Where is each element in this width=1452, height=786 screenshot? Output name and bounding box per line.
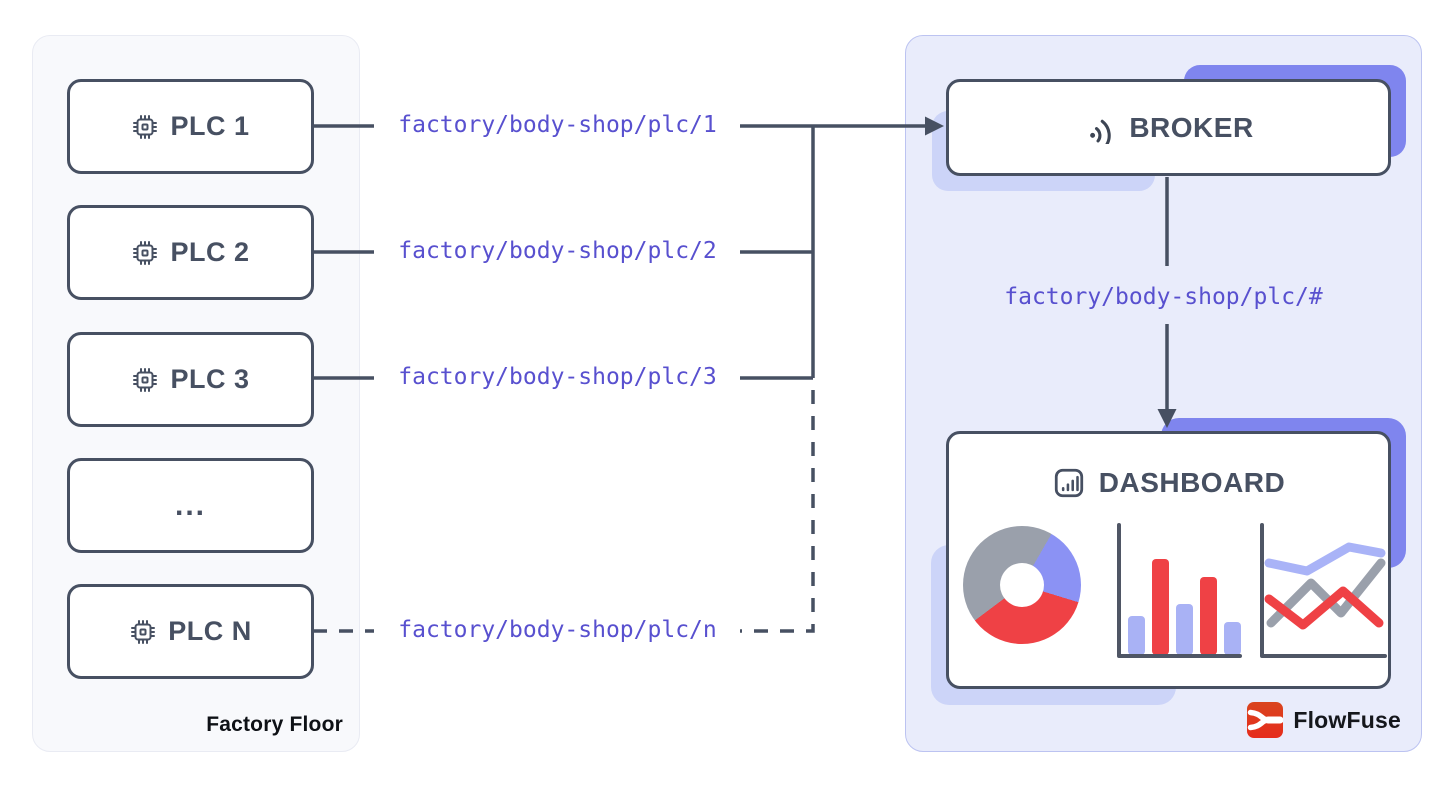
plc-3-box: PLC 3 [67, 332, 314, 427]
topic-wildcard: factory/body-shop/plc/# [1004, 284, 1323, 310]
dashboard-header: DASHBOARD [949, 466, 1388, 500]
broker-label: BROKER [1129, 111, 1254, 143]
plc-2-label: PLC 2 [170, 237, 250, 267]
flowfuse-icon [1247, 702, 1284, 738]
plc-n-box: PLC N [67, 584, 314, 679]
plc-3-label: PLC 3 [170, 364, 250, 394]
dashboard-label: DASHBOARD [1098, 467, 1286, 498]
topic-plc2: factory/body-shop/plc/2 [398, 238, 717, 264]
factory-floor-panel: PLC 1 PLC 2 PLC 3 ... [32, 35, 360, 752]
broker-node: BROKER [932, 65, 1406, 191]
plc-ellipsis-label: ... [174, 488, 206, 522]
plc-n-label: PLC N [168, 616, 252, 646]
line-chart-illustration [1260, 523, 1387, 658]
plc-2-box: PLC 2 [67, 205, 314, 300]
donut-chart-illustration [963, 526, 1081, 644]
plc-1-label: PLC 1 [170, 111, 250, 141]
connector-trunk-dashed [740, 390, 815, 633]
topic-plcn: factory/body-shop/plc/n [398, 617, 717, 643]
dashboard-node: DASHBOARD [931, 418, 1406, 705]
topic-plc1: factory/body-shop/plc/1 [398, 112, 717, 138]
rss-icon [1090, 119, 1112, 144]
bar-chart-icon [1054, 468, 1083, 498]
dashboard-box: DASHBOARD [946, 431, 1391, 689]
cpu-icon [133, 240, 158, 265]
flowfuse-wordmark: FlowFuse [1293, 706, 1401, 733]
flowfuse-logo: FlowFuse [1247, 702, 1401, 738]
factory-floor-caption: Factory Floor [206, 713, 343, 736]
cpu-icon [133, 114, 158, 139]
cpu-icon [133, 367, 158, 392]
topic-plc3: factory/body-shop/plc/3 [398, 364, 717, 390]
cloud-panel: BROKER factory/body-shop/plc/# DASHBOARD [905, 35, 1422, 752]
broker-box: BROKER [946, 79, 1391, 176]
plc-ellipsis-box: ... [67, 458, 314, 553]
plc-1-box: PLC 1 [67, 79, 314, 174]
bar-chart-illustration [1117, 523, 1242, 658]
cpu-icon [131, 619, 156, 644]
